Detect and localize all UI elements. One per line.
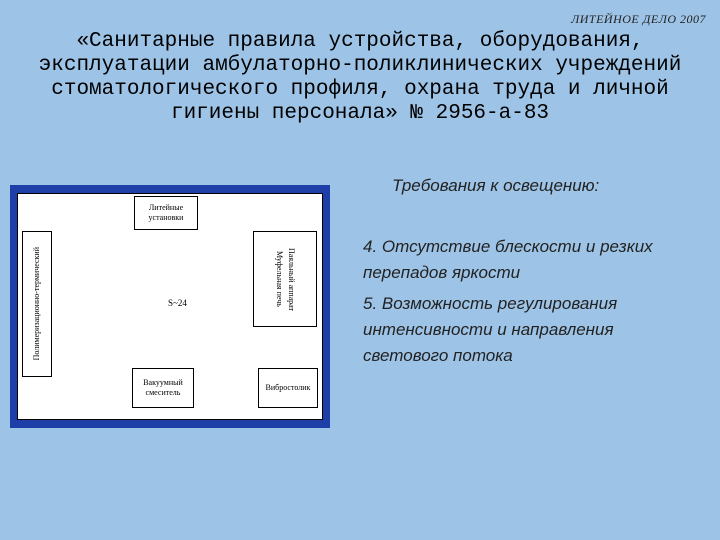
requirements-list: 4. Отсутствие блескости и резких перепад… (363, 234, 703, 374)
requirements-title: Требования к освещению: (392, 176, 600, 195)
requirement-item: 5. Возможность регулирования интенсивнос… (363, 294, 618, 365)
vacuum-mixer-label: Вакуумный смеситель (143, 378, 183, 397)
vibrating-table-label: Вибростолик (265, 383, 311, 392)
casting-units-label: Литейные установки (148, 203, 184, 222)
furnace-box-content: Муфельная печь Паяльный аппарат (274, 232, 296, 326)
polymerization-box: Полимеризационно-термический (22, 231, 52, 377)
room-outline: Литейные установки Полимеризационно-терм… (17, 193, 323, 420)
furnace-box: Муфельная печь Паяльный аппарат (253, 231, 317, 327)
soldering-unit-label: Паяльный аппарат (287, 247, 296, 311)
header-tag: ЛИТЕЙНОЕ ДЕЛО 2007 (571, 12, 706, 26)
vacuum-mixer-box: Вакуумный смеситель (132, 368, 194, 408)
room-area-label: S~24 (168, 298, 187, 308)
floor-plan: Литейные установки Полимеризационно-терм… (10, 185, 330, 428)
casting-units-box: Литейные установки (134, 196, 198, 230)
slide-title: «Санитарные правила устройства, оборудов… (38, 30, 682, 125)
vibrating-table-box: Вибростолик (258, 368, 318, 408)
requirement-item: 4. Отсутствие блескости и резких перепад… (363, 237, 653, 282)
polymerization-label: Полимеризационно-термический (32, 247, 41, 361)
muffle-furnace-label: Муфельная печь (275, 251, 284, 307)
